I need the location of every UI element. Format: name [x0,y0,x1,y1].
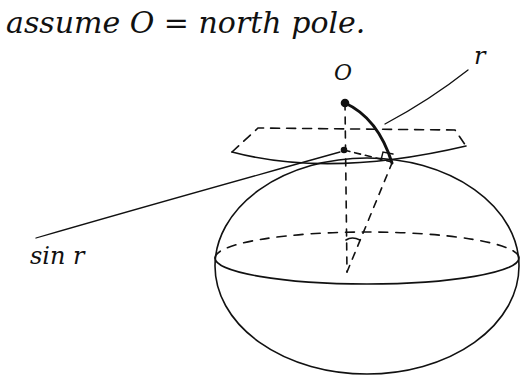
axis-line [345,103,347,272]
centre-to-cap-line [347,163,392,272]
right-angle-mark [381,152,393,160]
point-label: O [334,62,352,84]
equator-back [215,232,519,258]
leader-line [385,70,468,124]
cap-centre-point [342,148,347,153]
leader-line [36,152,340,238]
arc-r [345,103,392,163]
pole-point [342,100,349,107]
note-text: assume O = north pole. [6,8,365,38]
equator-front [215,258,519,284]
sphere-outline [215,158,519,374]
cap-back [232,128,466,152]
angle-mark [346,238,360,240]
cap-front [232,146,466,164]
length-label: r [474,44,485,68]
length-label: sin r [30,244,85,268]
cap-radius [344,150,392,162]
